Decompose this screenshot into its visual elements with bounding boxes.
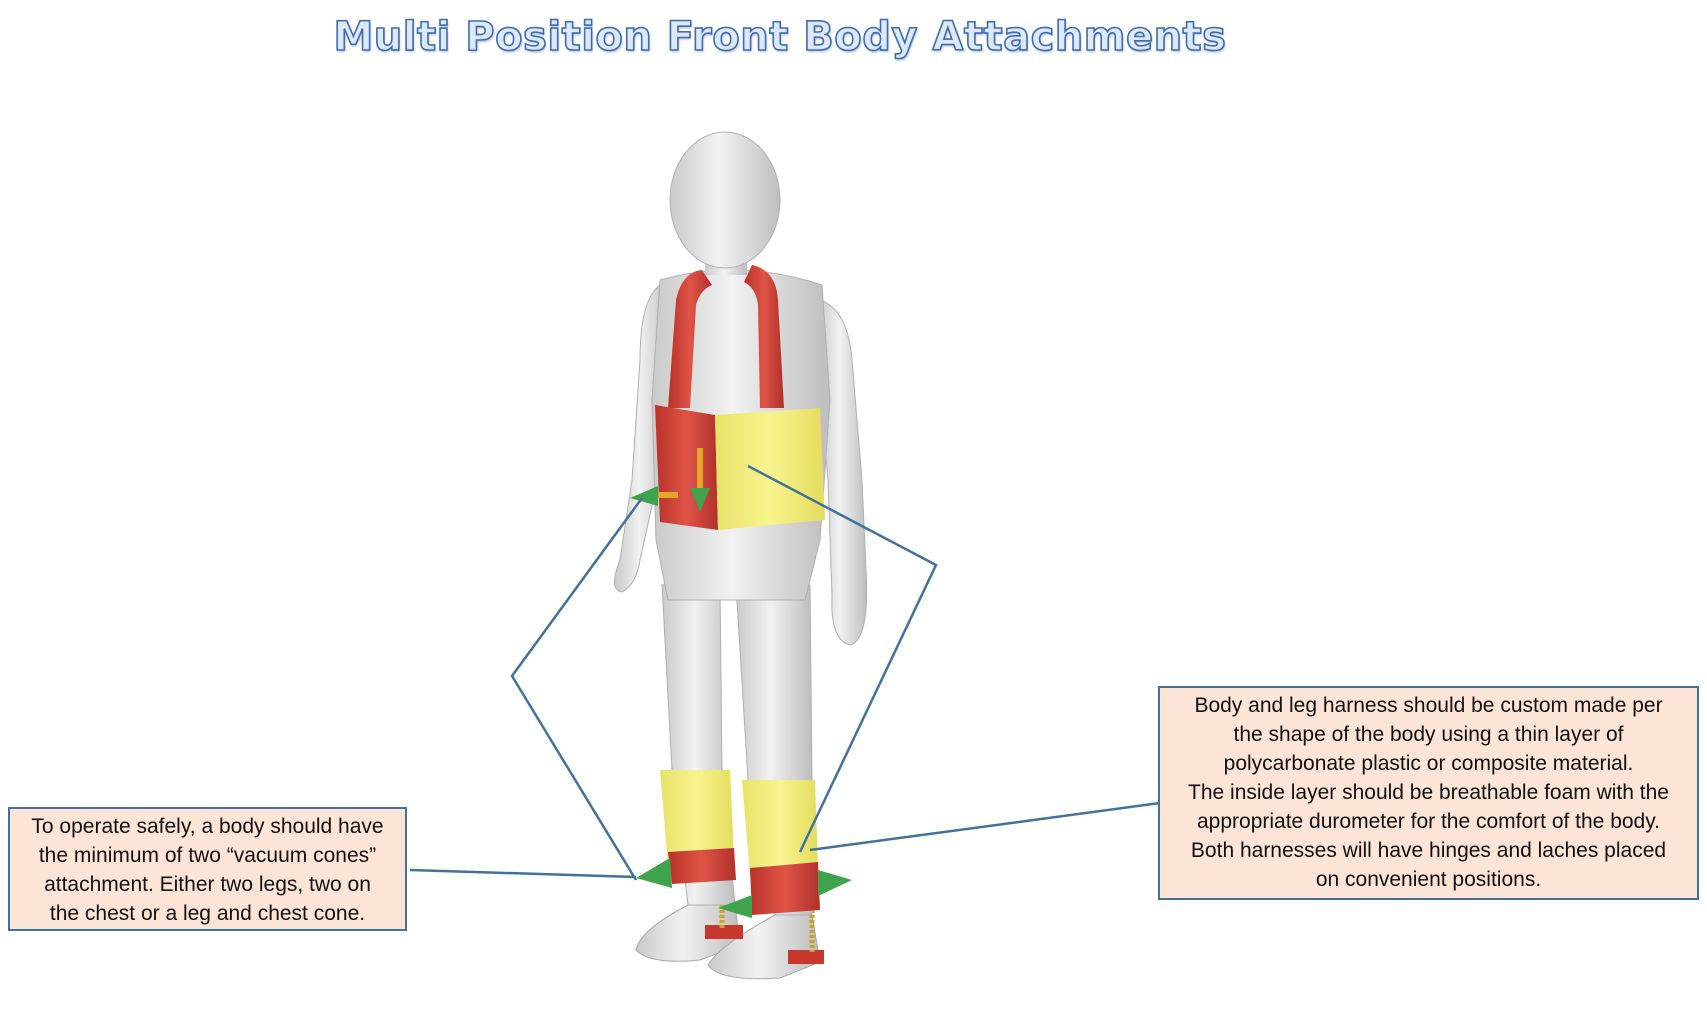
note-harness-line: The inside layer should be breathable fo… xyxy=(1188,781,1669,804)
note-harness-line: on convenient positions. xyxy=(1315,868,1542,891)
left-leg-cone-icon xyxy=(636,858,672,888)
right-leg-cone-front-icon xyxy=(718,895,752,918)
left-heel-plate xyxy=(705,925,743,939)
note-harness: Body and leg harness should be custom ma… xyxy=(1158,686,1699,900)
note-harness-line: Both harnesses will have hinges and lach… xyxy=(1190,839,1667,862)
page-title: Multi Position Front Body Attachments xyxy=(333,13,1227,61)
right-arm xyxy=(817,299,868,646)
note-harness-line: Body and leg harness should be custom ma… xyxy=(1194,694,1663,717)
note-safety-line: To operate safely, a body should have xyxy=(31,815,384,838)
callout-right-pointer xyxy=(809,801,1161,852)
right-leg-cone-side-icon xyxy=(818,870,852,896)
chest-cone-icon xyxy=(630,486,658,506)
head xyxy=(669,131,781,269)
callout-left-pointer xyxy=(409,868,637,879)
chest-harness xyxy=(655,405,825,530)
note-harness-line: appropriate durometer for the comfort of… xyxy=(1196,810,1661,833)
callout-right-line xyxy=(747,464,938,853)
chest-latch xyxy=(697,448,703,490)
right-shoulder-strap xyxy=(744,265,784,408)
left-shoe xyxy=(635,904,741,962)
note-safety: To operate safely, a body should have th… xyxy=(8,807,407,931)
right-heel-plate xyxy=(788,950,824,964)
note-harness-line: the shape of the body using a thin layer… xyxy=(1233,723,1624,746)
chest-cone-mount xyxy=(650,492,678,498)
callout-lines xyxy=(409,464,1161,881)
note-safety-line: the minimum of two “vacuum cones” xyxy=(38,844,377,867)
note-harness-line: polycarbonate plastic or composite mater… xyxy=(1223,752,1634,775)
callout-left-line xyxy=(510,497,644,881)
note-safety-line: attachment. Either two legs, two on xyxy=(44,873,371,896)
chest-arrow-icon xyxy=(690,488,710,512)
note-safety-line: the chest or a leg and chest cone. xyxy=(49,902,366,925)
right-leg-harness xyxy=(742,780,820,915)
left-leg-harness xyxy=(660,770,736,884)
left-shoulder-strap xyxy=(668,270,712,408)
